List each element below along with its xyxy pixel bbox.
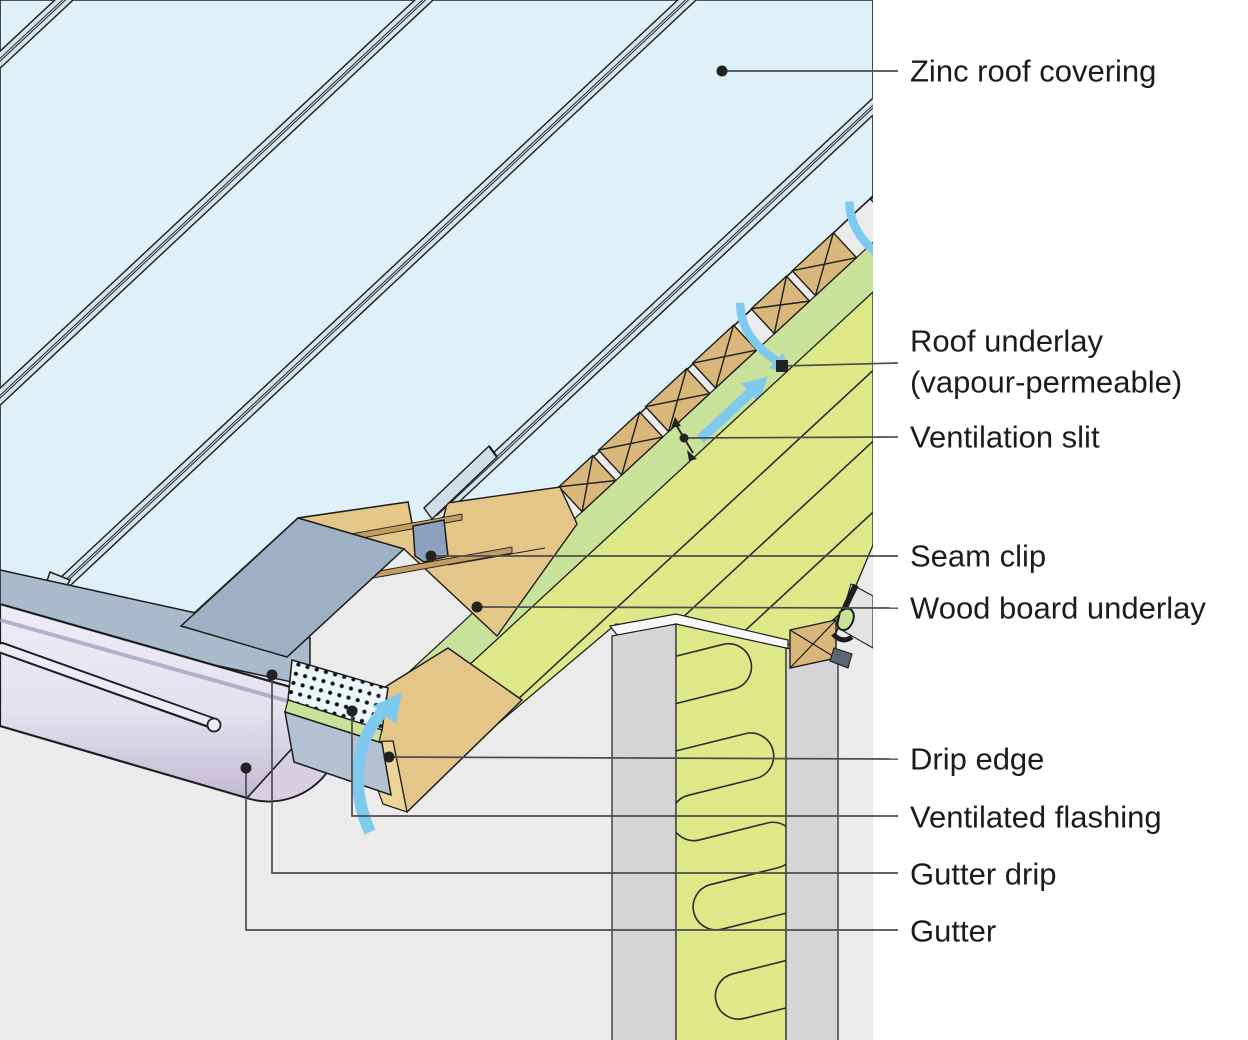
callout-dot-seam-clip (425, 550, 437, 562)
airflow-arrow-icon (845, 201, 873, 265)
seam-clip-piece (412, 519, 449, 563)
callouts (240, 65, 899, 931)
membrane-hook (831, 632, 854, 643)
label-ventilation-slit: Ventilation slit (910, 420, 1100, 455)
drip-edge-piece (284, 710, 392, 797)
standing-seam (0, 0, 445, 414)
callout-dot-gutter-drip (266, 669, 278, 681)
label-ventilated-flashing: Ventilated flashing (910, 800, 1162, 835)
seam-end (412, 444, 498, 563)
callout-dot-wood-board (471, 601, 483, 613)
label-roof-underlay-line2: (vapour-permeable) (910, 365, 1182, 400)
junction-flashing-piece (829, 647, 853, 669)
standing-seam (61, 0, 708, 587)
vent-slit-dimension-marker (671, 417, 697, 461)
callout-dot-zinc (716, 65, 728, 77)
callout-square-underlay (776, 360, 788, 372)
callout-dot-gutter (240, 762, 252, 774)
wall-plate-batten (789, 619, 837, 669)
label-drip-edge: Drip edge (910, 742, 1044, 777)
standing-seam (0, 0, 85, 77)
gutter-inner-shadow (0, 618, 331, 715)
wood-board-sections (557, 159, 873, 513)
wall-stud-right (785, 647, 839, 1040)
label-wood-board-underlay: Wood board underlay (910, 591, 1206, 626)
label-zinc-roof-covering: Zinc roof covering (910, 54, 1156, 89)
standing-seams (0, 0, 873, 587)
label-roof-underlay-line1: Roof underlay (910, 324, 1104, 359)
gutter-front-bead (0, 642, 222, 733)
membrane-curl (836, 607, 855, 632)
label-gutter-drip: Gutter drip (910, 857, 1056, 892)
label-seam-clip: Seam clip (910, 539, 1046, 574)
wall-assembly (608, 583, 873, 1040)
callout-dot-drip-edge (383, 751, 395, 763)
eave-ventilation-assembly (284, 659, 392, 797)
standing-seam (431, 0, 873, 521)
airflow-arrow-icon (351, 692, 402, 835)
gutter-drip-sheet (179, 517, 406, 658)
label-gutter: Gutter (910, 914, 996, 949)
wall-stud-left (611, 623, 677, 1040)
label-column: Zinc roof covering Roof underlay (vapour… (910, 54, 1206, 949)
callout-dot-vent-flashing (346, 705, 358, 717)
